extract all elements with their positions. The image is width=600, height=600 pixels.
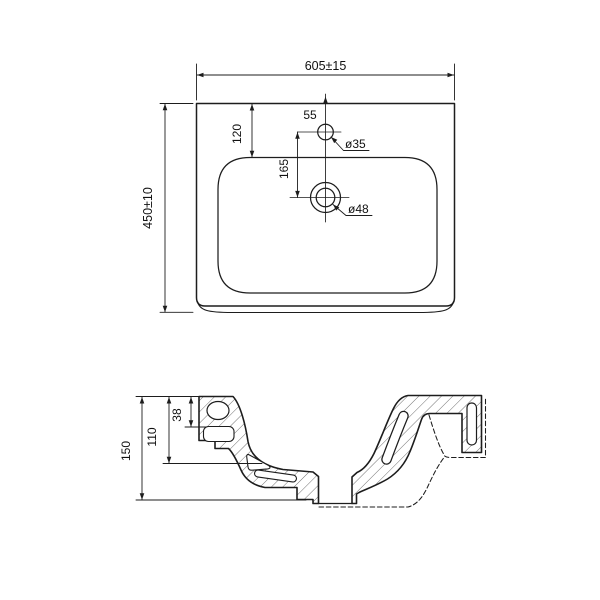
overflow-slot <box>466 402 478 446</box>
dim-basin-inset-label: 120 <box>230 124 244 144</box>
front-edge-curve <box>196 300 455 314</box>
section-body-right <box>351 394 483 505</box>
dim-faucet-to-drain-label: 165 <box>277 159 291 179</box>
faucet-hole-section <box>206 400 230 421</box>
dim-faucet-to-drain <box>295 131 300 198</box>
dim-apron-height <box>162 396 263 464</box>
dim-faucet-offset-label: 55 <box>303 108 317 122</box>
deck-cavity <box>202 425 235 443</box>
dim-deck-thickness-label: 38 <box>170 408 184 422</box>
section-view: 150 110 38 <box>119 394 487 508</box>
faucet-hole <box>317 123 334 141</box>
dim-overall-depth-label: 450±10 <box>141 187 155 229</box>
dim-section-height <box>135 396 307 501</box>
drain-opening-section <box>317 477 353 505</box>
dim-basin-inset <box>249 103 255 158</box>
dim-overall-width <box>196 63 455 101</box>
dim-deck-thickness <box>184 396 207 428</box>
countertop-outline <box>195 102 456 314</box>
leader-faucet-diameter <box>330 136 370 151</box>
leader-drain-diameter <box>332 204 373 216</box>
wall-cavity-long <box>381 410 409 465</box>
dim-apron-height-label: 110 <box>145 427 159 446</box>
dim-overall-width-label: 605±15 <box>305 59 347 73</box>
drain-diameter-label: ø48 <box>348 202 369 216</box>
dim-section-height-label: 150 <box>119 441 133 461</box>
wall-cavity-triangle <box>246 453 271 471</box>
dim-faucet-offset <box>323 96 328 104</box>
drain-hole <box>309 181 342 214</box>
top-view: 605±15 450±10 120 55 165 <box>141 59 456 314</box>
dim-overall-depth <box>159 103 194 313</box>
wall-cavity-sliver <box>254 469 297 483</box>
faucet-diameter-label: ø35 <box>345 137 366 151</box>
hidden-edges-dashed <box>318 397 487 508</box>
basin-outline <box>217 156 438 294</box>
